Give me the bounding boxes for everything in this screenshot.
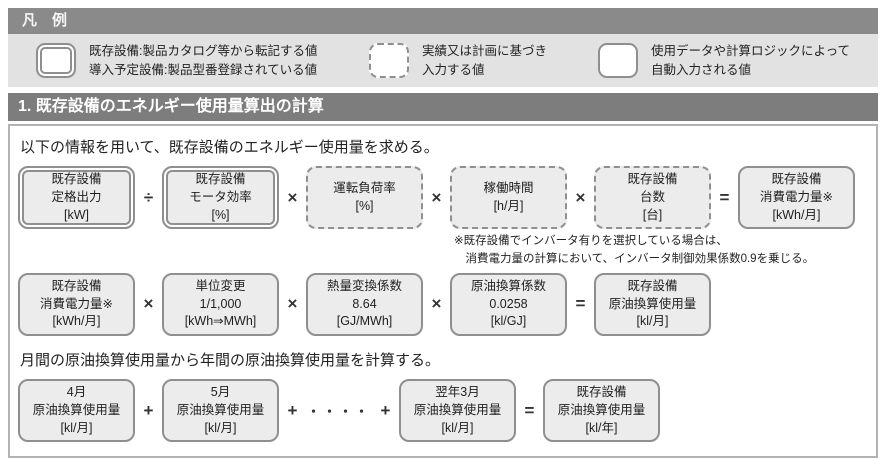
operator-divide: ÷	[143, 187, 154, 207]
operator-multiply: ×	[287, 187, 298, 207]
operator-multiply: ×	[431, 294, 442, 314]
dashed-border-box-icon	[369, 43, 409, 78]
inverter-footnote: ※既存設備でインバータ有りを選択している場合は、 消費電力量の計算において、イン…	[454, 235, 815, 265]
intro-text-annual-usage: 月間の原油換算使用量から年間の原油換算使用量を計算する。	[20, 352, 441, 369]
box-existing-crude-oil-usage-monthly: 既存設備 原油換算使用量 [kl/月]	[594, 272, 711, 336]
box-existing-power-consumption-input: 既存設備 消費電力量※ [kWh/月]	[18, 272, 135, 336]
legend-item-catalog-value: 既存設備:製品カタログ等から転記する値 導入予定設備:製品型番登録されている値	[36, 42, 369, 78]
operator-multiply: ×	[431, 187, 442, 207]
solid-border-box-icon	[598, 43, 638, 78]
box-operating-load-factor: 運転負荷率 [%]	[306, 166, 423, 230]
calculation-panel: 以下の情報を用いて、既存設備のエネルギー使用量を求める。 既存設備 定格出力 […	[8, 124, 878, 458]
box-existing-rated-output: 既存設備 定格出力 [kW]	[18, 166, 135, 230]
legend-strip: 既存設備:製品カタログ等から転記する値 導入予定設備:製品型番登録されている値 …	[8, 34, 878, 87]
legend-item-input-value: 実績又は計画に基づき 入力する値	[369, 42, 598, 78]
legend-item-label: 実績又は計画に基づき 入力する値	[422, 44, 548, 77]
operator-equals: =	[719, 187, 730, 207]
ellipsis-dots: ・・・・	[306, 404, 371, 420]
legend-item-label: 使用データや計算ロジックによって 自動入力される値	[651, 44, 851, 77]
box-unit-conversion: 単位変更 1/1,000 [kWh⇒MWh]	[162, 272, 279, 336]
box-crude-oil-conversion-factor: 原油換算係数 0.0258 [kl/GJ]	[450, 272, 567, 336]
legend-title-bar: 凡 例	[8, 8, 878, 34]
operator-multiply: ×	[143, 294, 154, 314]
legend-item-label: 既存設備:製品カタログ等から転記する値 導入予定設備:製品型番登録されている値	[89, 44, 318, 77]
intro-text-energy-usage: 以下の情報を用いて、既存設備のエネルギー使用量を求める。	[20, 139, 439, 156]
formula-row-power-consumption: 既存設備 定格出力 [kW] ÷ 既存設備 モータ効率 [%] × 運転負荷率 …	[18, 166, 866, 230]
box-existing-motor-efficiency: 既存設備 モータ効率 [%]	[162, 166, 279, 230]
formula-row-crude-oil-annual: 4月 原油換算使用量 [kl/月] + 5月 原油換算使用量 [kl/月] + …	[18, 379, 866, 443]
operator-plus: +	[380, 400, 391, 420]
box-existing-power-consumption: 既存設備 消費電力量※ [kWh/月]	[738, 166, 855, 230]
operator-plus: +	[143, 400, 154, 420]
operator-multiply: ×	[287, 294, 298, 314]
box-may-usage: 5月 原油換算使用量 [kl/月]	[162, 379, 279, 443]
section-title: 1. 既存設備のエネルギー使用量算出の計算	[18, 98, 324, 115]
operator-equals: =	[524, 400, 535, 420]
operator-multiply: ×	[575, 187, 586, 207]
box-operating-hours: 稼働時間 [h/月]	[450, 166, 567, 230]
box-heat-conversion-factor: 熱量変換係数 8.64 [GJ/MWh]	[306, 272, 423, 336]
section-header: 1. 既存設備のエネルギー使用量算出の計算	[8, 93, 878, 121]
double-border-box-icon	[36, 43, 76, 78]
operator-equals: =	[575, 294, 586, 314]
box-april-usage: 4月 原油換算使用量 [kl/月]	[18, 379, 135, 443]
legend-item-auto-value: 使用データや計算ロジックによって 自動入力される値	[598, 42, 850, 78]
legend-title: 凡 例	[22, 12, 68, 29]
box-existing-unit-count: 既存設備 台数 [台]	[594, 166, 711, 230]
box-existing-crude-oil-usage-annual: 既存設備 原油換算使用量 [kl/年]	[543, 379, 660, 443]
box-next-march-usage: 翌年3月 原油換算使用量 [kl/月]	[399, 379, 516, 443]
formula-row-crude-oil-monthly: 既存設備 消費電力量※ [kWh/月] × 単位変更 1/1,000 [kWh⇒…	[18, 272, 866, 336]
operator-plus: +	[287, 400, 298, 420]
